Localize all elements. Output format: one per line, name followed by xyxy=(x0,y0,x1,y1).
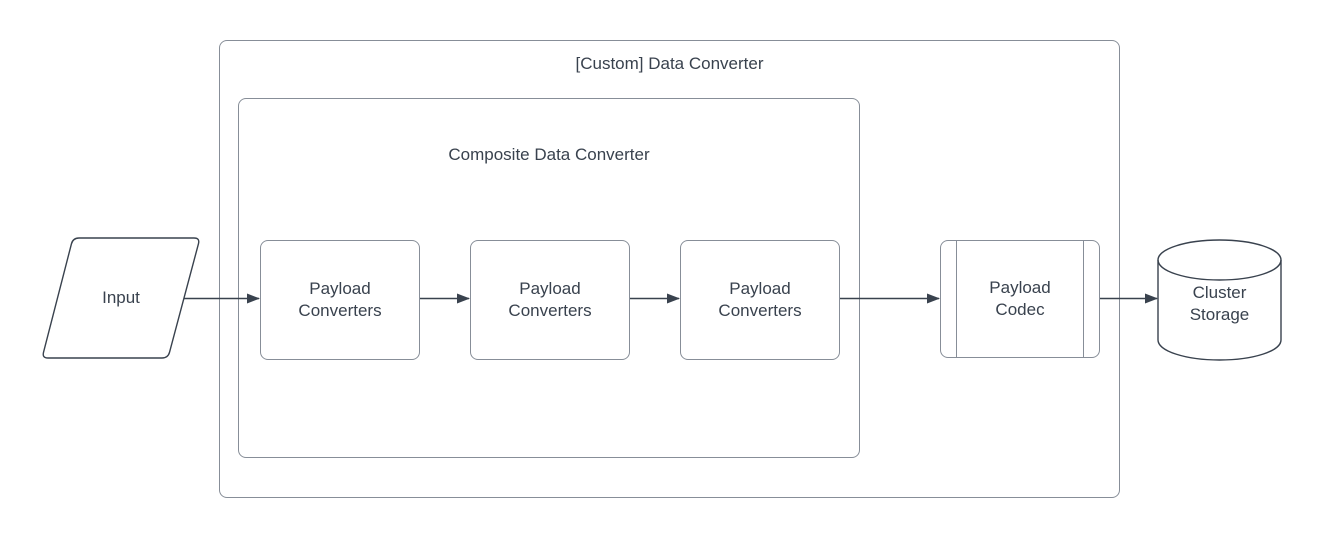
codec-left-bar xyxy=(956,241,957,357)
cluster-storage-top-ellipse xyxy=(1157,259,1282,281)
payload-converters-node-2: Payload Converters xyxy=(470,240,630,360)
payload-converters-node-3: Payload Converters xyxy=(680,240,840,360)
payload-codec-label: Payload Codec xyxy=(989,278,1051,319)
custom-data-converter-title: [Custom] Data Converter xyxy=(575,54,764,73)
input-label: Input xyxy=(102,288,140,307)
cluster-storage-label: Cluster Storage xyxy=(1189,283,1250,324)
codec-right-bar xyxy=(1083,241,1084,357)
payload-converters-node-1: Payload Converters xyxy=(260,240,420,360)
payload-codec-node: Payload Codec xyxy=(940,240,1100,358)
composite-data-converter-title: Composite Data Converter xyxy=(448,145,650,164)
